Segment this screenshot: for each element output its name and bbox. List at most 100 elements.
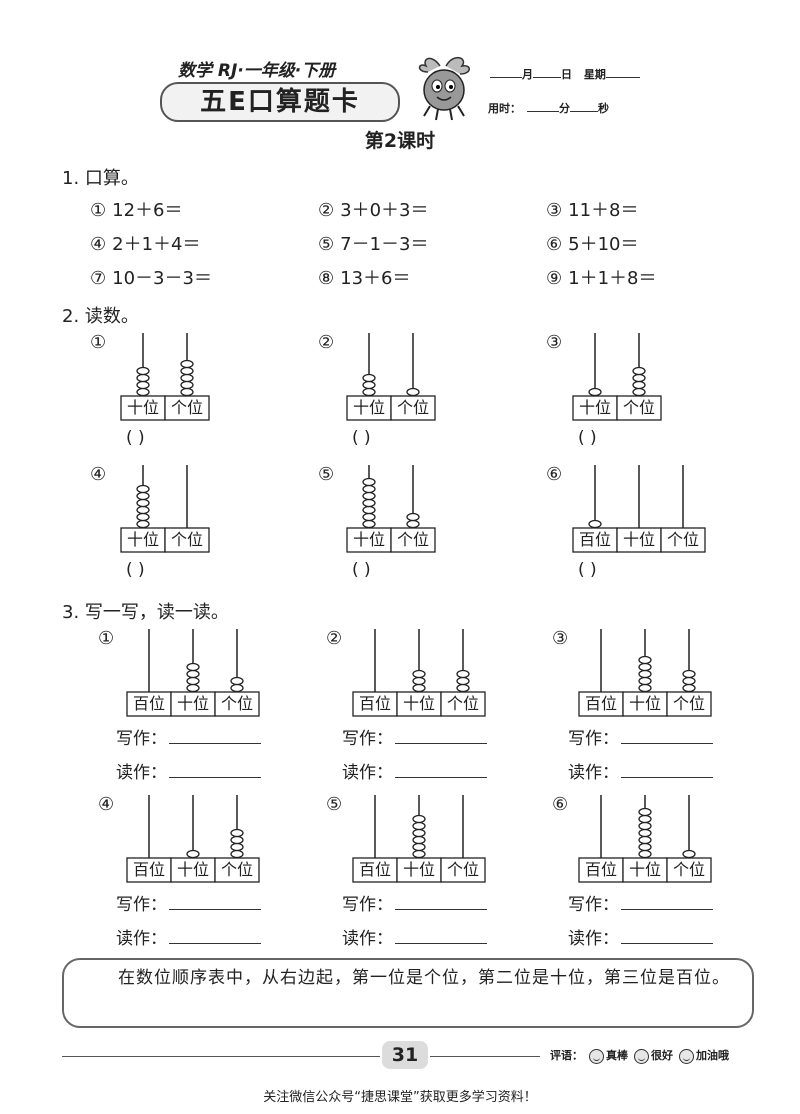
field-label: 写作： — [568, 895, 619, 915]
card-title: 五E口算题卡 — [160, 82, 400, 122]
write-field-1[interactable]: 写作： — [116, 724, 261, 749]
answer-line[interactable] — [169, 729, 261, 744]
abacus-bead — [682, 669, 696, 679]
abacus-bead — [588, 519, 602, 529]
abacus-bead — [362, 498, 376, 508]
abacus-bead — [412, 849, 426, 859]
abacus-bead — [412, 842, 426, 852]
place-cell-ones — [440, 857, 486, 883]
abacus-bead — [136, 380, 150, 390]
place-cell-tens — [120, 395, 166, 421]
read-field-5[interactable]: 读作： — [342, 924, 487, 949]
date-field[interactable]: 月日 星期 — [490, 66, 640, 82]
abacus-bead — [230, 828, 244, 838]
time-field[interactable]: 用时：分秒 — [488, 102, 609, 115]
field-label: 写作： — [568, 729, 619, 749]
problem-expression[interactable]: 7－1－3＝ — [340, 234, 429, 255]
answer-line[interactable] — [169, 763, 261, 778]
cheer-face-icon[interactable] — [679, 1048, 694, 1064]
write-3-number: ③ — [552, 628, 569, 649]
write-4-number: ④ — [98, 794, 115, 815]
read-4-number: ④ — [90, 464, 107, 485]
place-label-ones: 个位 — [446, 860, 479, 879]
answer-blank-6[interactable]: ( ) — [578, 560, 597, 580]
abacus-bead — [186, 669, 200, 679]
problem-expression[interactable]: 13＋6＝ — [340, 268, 411, 289]
field-label: 写作： — [342, 729, 393, 749]
answer-blank-4[interactable]: ( ) — [126, 560, 145, 580]
answer-line[interactable] — [621, 729, 713, 744]
write-field-3[interactable]: 写作： — [568, 724, 713, 749]
answer-line[interactable] — [395, 763, 487, 778]
problem-number: ⑥ — [546, 234, 563, 255]
answer-blank-1[interactable]: ( ) — [126, 428, 145, 448]
problem-number: ② — [318, 200, 335, 221]
problem-expression[interactable]: 2＋1＋4＝ — [112, 234, 201, 255]
read-4-abacus — [120, 465, 210, 553]
write-6-number: ⑥ — [552, 794, 569, 815]
answer-blank-3[interactable]: ( ) — [578, 428, 597, 448]
write-6-abacus — [578, 795, 712, 883]
write-field-6[interactable]: 写作： — [568, 890, 713, 915]
problem-expression[interactable]: 5＋10＝ — [568, 234, 639, 255]
read-field-2[interactable]: 读作： — [342, 758, 487, 783]
write-field-2[interactable]: 写作： — [342, 724, 487, 749]
page-number: 31 — [382, 1041, 428, 1069]
problem-expression[interactable]: 10－3－3＝ — [112, 268, 212, 289]
place-label-ones: 个位 — [666, 530, 699, 549]
abacus-bead — [230, 676, 244, 686]
read-field-6[interactable]: 读作： — [568, 924, 713, 949]
place-cell-ones — [164, 527, 210, 553]
place-cell-ones — [164, 395, 210, 421]
place-label-tens: 十位 — [628, 860, 661, 879]
answer-line[interactable] — [395, 895, 487, 910]
answer-line[interactable] — [395, 929, 487, 944]
abacus-bead — [638, 814, 652, 824]
footer-divider-left — [62, 1056, 380, 1057]
problem-expression[interactable]: 1＋1＋8＝ — [568, 268, 657, 289]
section-2-heading: 2. 读数。 — [62, 306, 139, 327]
answer-blank-2[interactable]: ( ) — [352, 428, 371, 448]
read-3-abacus — [572, 333, 662, 421]
read-field-4[interactable]: 读作： — [116, 924, 261, 949]
abacus-bead — [186, 662, 200, 672]
write-3-abacus — [578, 629, 712, 717]
problem-expression[interactable]: 11＋8＝ — [568, 200, 639, 221]
abacus-bead — [638, 662, 652, 672]
answer-line[interactable] — [621, 929, 713, 944]
problem-expression[interactable]: 12＋6＝ — [112, 200, 183, 221]
answer-line[interactable] — [621, 895, 713, 910]
write-field-4[interactable]: 写作： — [116, 890, 261, 915]
read-field-1[interactable]: 读作： — [116, 758, 261, 783]
place-label-ones: 个位 — [672, 860, 705, 879]
answer-line[interactable] — [169, 929, 261, 944]
place-label-ones: 个位 — [220, 694, 253, 713]
read-5-number: ⑤ — [318, 464, 335, 485]
answer-line[interactable] — [621, 763, 713, 778]
abacus-bead — [406, 519, 420, 529]
problem-expression[interactable]: 3＋0＋3＝ — [340, 200, 429, 221]
abacus-bead — [186, 683, 200, 693]
place-cell-ones — [390, 527, 436, 553]
abacus-bead — [632, 366, 646, 376]
abacus-bead — [412, 828, 426, 838]
place-cell-tens — [396, 691, 442, 717]
place-label-ones: 个位 — [622, 398, 655, 417]
abacus-bead — [362, 491, 376, 501]
answer-line[interactable] — [395, 729, 487, 744]
answer-blank-5[interactable]: ( ) — [352, 560, 371, 580]
write-5-number: ⑤ — [326, 794, 343, 815]
section-3-heading: 3. 写一写，读一读。 — [62, 602, 229, 623]
place-label-tens: 十位 — [622, 530, 655, 549]
section-1-heading: 1. 口算。 — [62, 168, 139, 189]
abacus-bead — [632, 373, 646, 383]
abacus-bead — [180, 366, 194, 376]
read-field-3[interactable]: 读作： — [568, 758, 713, 783]
answer-line[interactable] — [169, 895, 261, 910]
happy-face-icon[interactable] — [634, 1048, 649, 1064]
smile-face-icon[interactable] — [589, 1048, 604, 1064]
write-field-5[interactable]: 写作： — [342, 890, 487, 915]
